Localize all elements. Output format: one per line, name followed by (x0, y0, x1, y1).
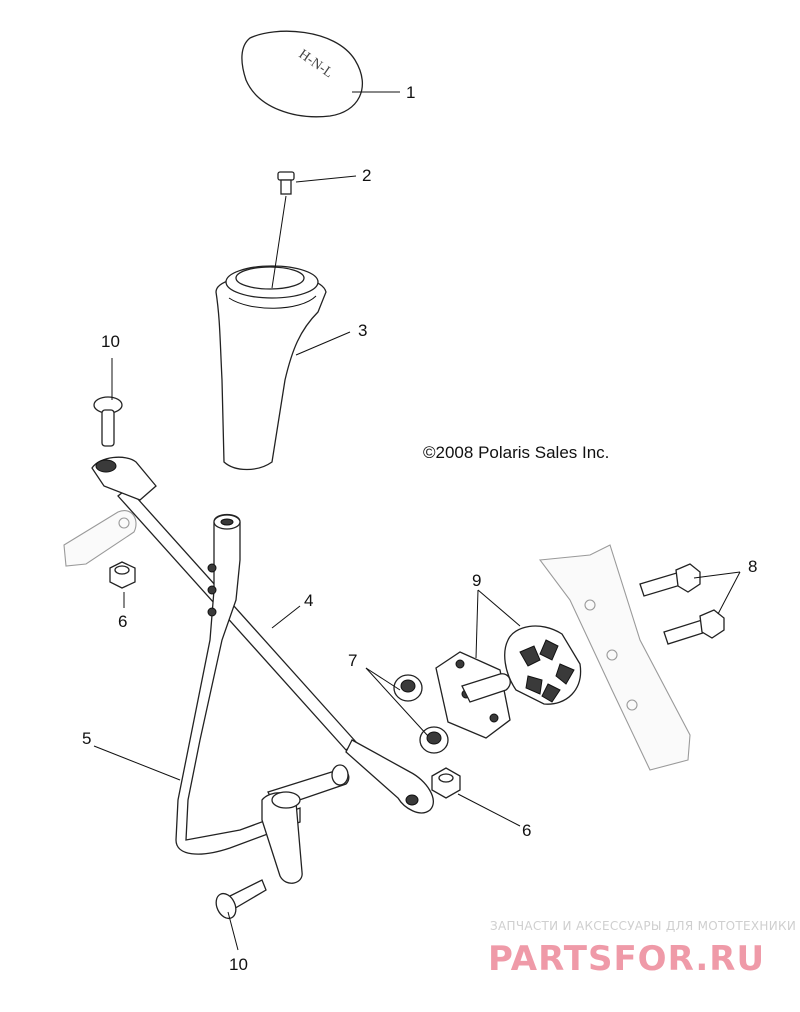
ghost-bracket (63, 510, 137, 567)
knob-screw (277, 171, 295, 195)
bolt-lower (663, 609, 725, 645)
copyright-notice: ©2008 Polaris Sales Inc. (423, 443, 609, 462)
callout-7: 7 (348, 651, 357, 670)
pivot-plate (435, 651, 511, 739)
rubber-coupler (504, 625, 582, 705)
callout-6-left: 6 (118, 612, 127, 631)
lock-nut-right (431, 767, 461, 799)
callout-1: 1 (406, 83, 415, 102)
callout-6-right: 6 (522, 821, 531, 840)
callout-3: 3 (358, 321, 367, 340)
callout-4: 4 (304, 591, 313, 610)
callout-2: 2 (362, 166, 371, 185)
watermark-logo: PARTSFOR.RU (488, 939, 765, 979)
callout-10-top: 10 (101, 332, 120, 351)
shift-knob-cap: H-N-L (241, 30, 364, 118)
shift-lever-assembly (175, 513, 350, 884)
clevis-pin-bottom (215, 879, 267, 920)
lock-nut-left (109, 561, 136, 589)
bolt-upper (639, 563, 701, 597)
callout-9: 9 (472, 571, 481, 590)
bushing-lower (419, 726, 449, 754)
shift-rod (91, 456, 434, 814)
clevis-pin-top (93, 396, 123, 447)
ghost-frame-bracket (538, 544, 691, 771)
bushing-upper (393, 674, 423, 702)
callout-5: 5 (82, 729, 91, 748)
callout-8: 8 (748, 557, 757, 576)
leader-lines (93, 91, 741, 951)
shift-handle-boot (215, 265, 327, 471)
callout-10-bottom: 10 (229, 955, 248, 974)
callouts: 1 2 3 10 6 4 5 7 9 8 6 10 (82, 83, 757, 974)
watermark-tagline: ЗАПЧАСТИ И АКСЕССУАРЫ ДЛЯ МОТОТЕХНИКИ (490, 919, 796, 933)
watermark: ЗАПЧАСТИ И АКСЕССУАРЫ ДЛЯ МОТОТЕХНИКИ PA… (488, 919, 796, 979)
